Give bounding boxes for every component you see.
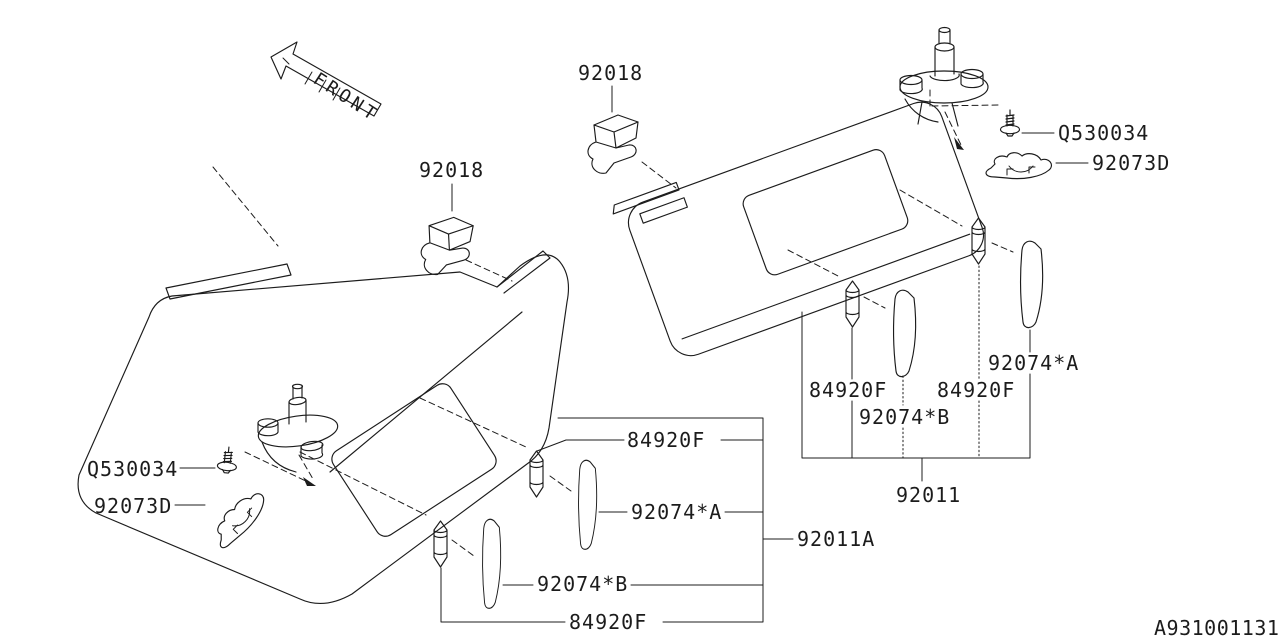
install-arrowhead-right <box>954 137 964 150</box>
visor-clip-center <box>587 114 639 174</box>
part-label-screw-left: Q530034 <box>87 457 178 481</box>
pivot-mount-right <box>899 26 989 127</box>
pivot-cover-right <box>985 152 1053 180</box>
part-label-lens-a-right: 92074*A <box>988 351 1079 375</box>
callout-lines-dotted <box>902 265 980 459</box>
part-label-bulb-right-2: 84920F <box>937 378 1015 402</box>
left-visor <box>77 250 570 605</box>
lens-b-left <box>482 518 502 609</box>
part-label-assembly-right: 92011 <box>896 483 961 507</box>
part-label-lens-b-left: 92074*B <box>537 572 628 596</box>
lens-a-right <box>1020 240 1044 329</box>
left-visor-mirror <box>331 383 497 537</box>
callout-lines <box>174 85 1089 623</box>
diagram-id: A931001131 <box>1154 616 1279 640</box>
part-label-lens-a-left: 92074*A <box>631 500 722 524</box>
festoon-bulb-right-1 <box>845 280 860 328</box>
part-label-clip-left: 92018 <box>419 158 484 182</box>
part-label-assembly-left: 92011A <box>797 527 875 551</box>
festoon-bulb-left-top <box>529 450 544 498</box>
right-visor <box>612 101 985 357</box>
part-label-bulb-left-bottom: 84920F <box>569 610 647 634</box>
left-visor-outline <box>77 254 570 605</box>
screw-right <box>999 109 1021 137</box>
screw-left <box>216 445 239 475</box>
left-visor-crease <box>329 311 523 473</box>
install-arrowhead-left <box>303 477 316 486</box>
right-visor-crease <box>681 233 971 340</box>
install-direction-lines <box>212 89 1014 557</box>
lens-a-left <box>578 459 598 550</box>
front-label: FRONT <box>309 69 383 127</box>
part-label-lens-b-right: 92074*B <box>859 405 950 429</box>
right-visor-mirror <box>742 149 909 276</box>
left-visor-hook-slot <box>165 263 292 300</box>
visor-clip-left <box>419 214 475 278</box>
part-label-bulb-right-1: 84920F <box>809 378 887 402</box>
right-visor-outline <box>627 101 985 357</box>
part-label-cover-left: 92073D <box>94 494 172 518</box>
pivot-mount-left <box>257 383 339 473</box>
right-visor-hook-slot <box>639 197 688 224</box>
part-label-screw-right: Q530034 <box>1058 121 1149 145</box>
part-label-cover-right: 92073D <box>1092 151 1170 175</box>
left-visor-rod <box>496 250 551 294</box>
right-visor-rod <box>612 181 680 215</box>
front-arrow <box>270 41 382 117</box>
part-label-clip-top: 92018 <box>578 61 643 85</box>
lens-b-right <box>893 289 917 378</box>
part-label-bulb-left-top: 84920F <box>627 428 705 452</box>
pivot-cover-left <box>206 485 273 552</box>
